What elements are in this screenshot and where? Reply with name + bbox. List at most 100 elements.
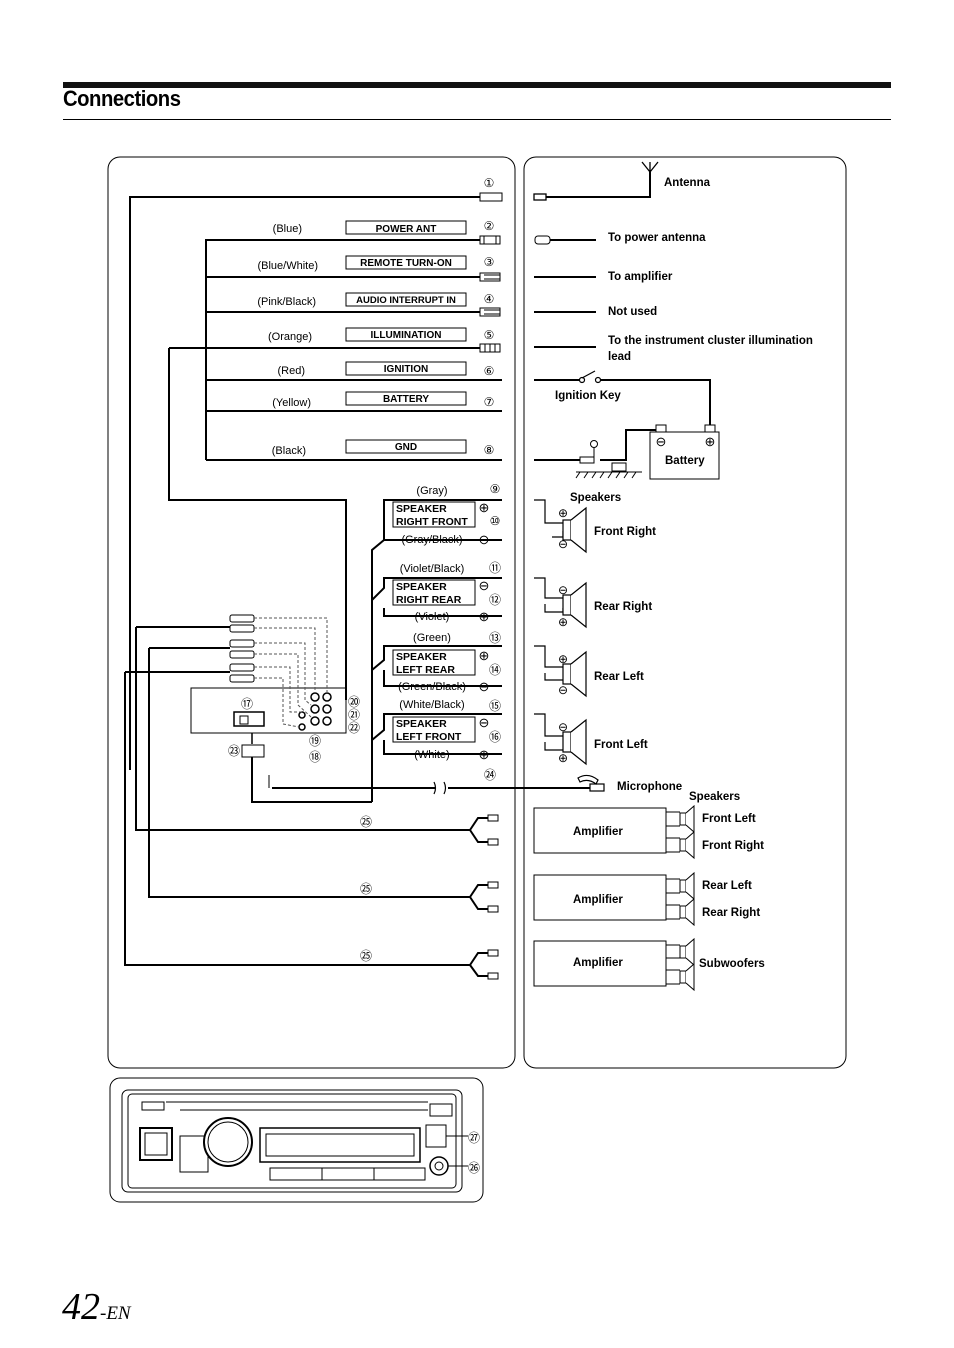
spk-lr-bottom-color: (Green/Black) [398, 681, 466, 693]
label-speakers-amp: Speakers [689, 791, 740, 803]
amp-1-label: Amplifier [573, 826, 623, 838]
marker-26: ㉖ [468, 1161, 480, 1175]
ignition-switch-icon [578, 370, 602, 384]
amp-2-out-2: Rear Right [702, 907, 760, 919]
rs-rf-plus: ⊕ [558, 506, 568, 520]
connector-plugs [479, 192, 503, 353]
amp-3-label: Amplifier [573, 957, 623, 969]
wire-label-ignition: IGNITION [384, 364, 428, 375]
marker-17: ⑰ [241, 697, 253, 711]
marker-25a: ㉕ [360, 815, 372, 829]
dest-rear-left: Rear Left [594, 671, 644, 683]
rs-lf-plus: ⊕ [558, 751, 568, 765]
marker-13: ⑬ [489, 631, 501, 645]
marker-7: ⑦ [484, 395, 495, 409]
marker-19: ⑲ [309, 734, 321, 748]
marker-8: ⑧ [484, 443, 495, 457]
wire-label-illumination: ILLUMINATION [371, 330, 442, 341]
amp-2-label: Amplifier [573, 894, 623, 906]
rs-rr-plus: ⊕ [558, 615, 568, 629]
marker-11: ⑪ [489, 561, 501, 575]
amp-2-out-1: Rear Left [702, 880, 752, 892]
microphone-icon [577, 774, 605, 792]
amp-speaker-icons [666, 804, 695, 992]
marker-3: ③ [484, 255, 495, 269]
marker-25c: ㉕ [360, 949, 372, 963]
marker-23: ㉓ [228, 744, 240, 758]
label-speakers: Speakers [570, 492, 621, 504]
spk-lr-line1: SPEAKER [396, 651, 447, 663]
page-number: 42-EN [62, 1288, 131, 1326]
marker-5: ⑤ [484, 328, 495, 342]
marker-20: ⑳ [348, 695, 360, 709]
label-amplifier: To amplifier [608, 271, 673, 283]
wire-color-orange: (Orange) [268, 331, 312, 343]
battery-plus-sign: ⊕ [705, 434, 716, 449]
head-unit-faceplate [121, 1089, 468, 1193]
right-panel-lines [534, 170, 711, 461]
label-illum-line1: To the instrument cluster illumination [608, 335, 813, 347]
marker-10: ⑩ [490, 514, 501, 528]
spk-lr-top-sign: ⊕ [479, 648, 490, 663]
rca-jack-cluster [298, 692, 332, 731]
marker-22: ㉒ [348, 721, 360, 735]
wire-color-pink-black: (Pink/Black) [257, 296, 316, 308]
spk-rf-top-sign: ⊕ [479, 500, 490, 515]
wire-label-gnd: GND [395, 442, 417, 453]
spk-rr-line2: RIGHT REAR [396, 594, 462, 606]
power-antenna-plug-icon [534, 235, 551, 245]
rs-lr-minus: ⊖ [558, 683, 568, 697]
wire-label-remote: REMOTE TURN-ON [360, 258, 452, 269]
spk-rr-bottom-sign: ⊕ [479, 609, 490, 624]
amp-1-out-1: Front Left [702, 813, 756, 825]
title-rule [63, 119, 891, 120]
spk-rr-bottom-color: (Violet) [415, 611, 450, 623]
spk-lf-bottom-sign: ⊕ [479, 747, 490, 762]
rs-lr-plus: ⊕ [558, 652, 568, 666]
marker-4: ④ [484, 292, 495, 306]
faceplate-panel [109, 1077, 484, 1203]
page-number-suffix: -EN [100, 1303, 131, 1324]
label-ignition-key: Ignition Key [555, 390, 621, 402]
rs-rr-minus: ⊖ [558, 583, 568, 597]
rca-plugs-left [229, 614, 255, 683]
battery-minus-sign: ⊖ [656, 434, 667, 449]
marker-12: ⑫ [489, 593, 501, 607]
marker-18: ⑱ [309, 750, 321, 764]
marker-25b: ㉕ [360, 882, 372, 896]
rca-plugs-right [487, 814, 499, 980]
cable-break-mark [433, 781, 447, 795]
amplifier-boxes [533, 807, 667, 987]
battery-icon [649, 424, 720, 480]
marker-16: ⑯ [489, 730, 501, 744]
spk-lf-bottom-color: (White) [414, 749, 449, 761]
spk-rf-top-color: (Gray) [416, 485, 447, 497]
spk-lr-bottom-sign: ⊖ [479, 679, 490, 694]
label-illum-line2: lead [608, 351, 631, 363]
rca-dashed-leads [254, 617, 328, 728]
wire-label-battery: BATTERY [383, 394, 429, 405]
speaker-label-boxes [392, 501, 476, 743]
wire-label-power-ant: POWER ANT [376, 224, 437, 235]
label-battery: Battery [665, 455, 705, 467]
spk-rr-top-sign: ⊖ [479, 578, 490, 593]
marker-1: ① [484, 176, 495, 190]
page-number-value: 42 [62, 1286, 100, 1328]
spk-lr-line2: LEFT REAR [396, 664, 455, 676]
marker-2: ② [484, 219, 495, 233]
ground-icon [575, 440, 642, 479]
marker-24: ㉔ [484, 768, 496, 782]
speaker-icons [534, 499, 587, 766]
antenna-icon [533, 161, 659, 201]
wire-label-audio-int: AUDIO INTERRUPT IN [356, 295, 456, 306]
spk-rf-bottom-sign: ⊖ [479, 532, 490, 547]
amp-1-out-2: Front Right [702, 840, 764, 852]
dest-front-left: Front Left [594, 739, 648, 751]
marker-27: ㉗ [468, 1131, 480, 1145]
dest-rear-right: Rear Right [594, 601, 652, 613]
dest-front-right: Front Right [594, 526, 656, 538]
amp-3-out-1: Subwoofers [699, 958, 765, 970]
harness-lines [124, 196, 598, 977]
label-antenna: Antenna [664, 177, 711, 189]
page-title: Connections [63, 86, 181, 111]
